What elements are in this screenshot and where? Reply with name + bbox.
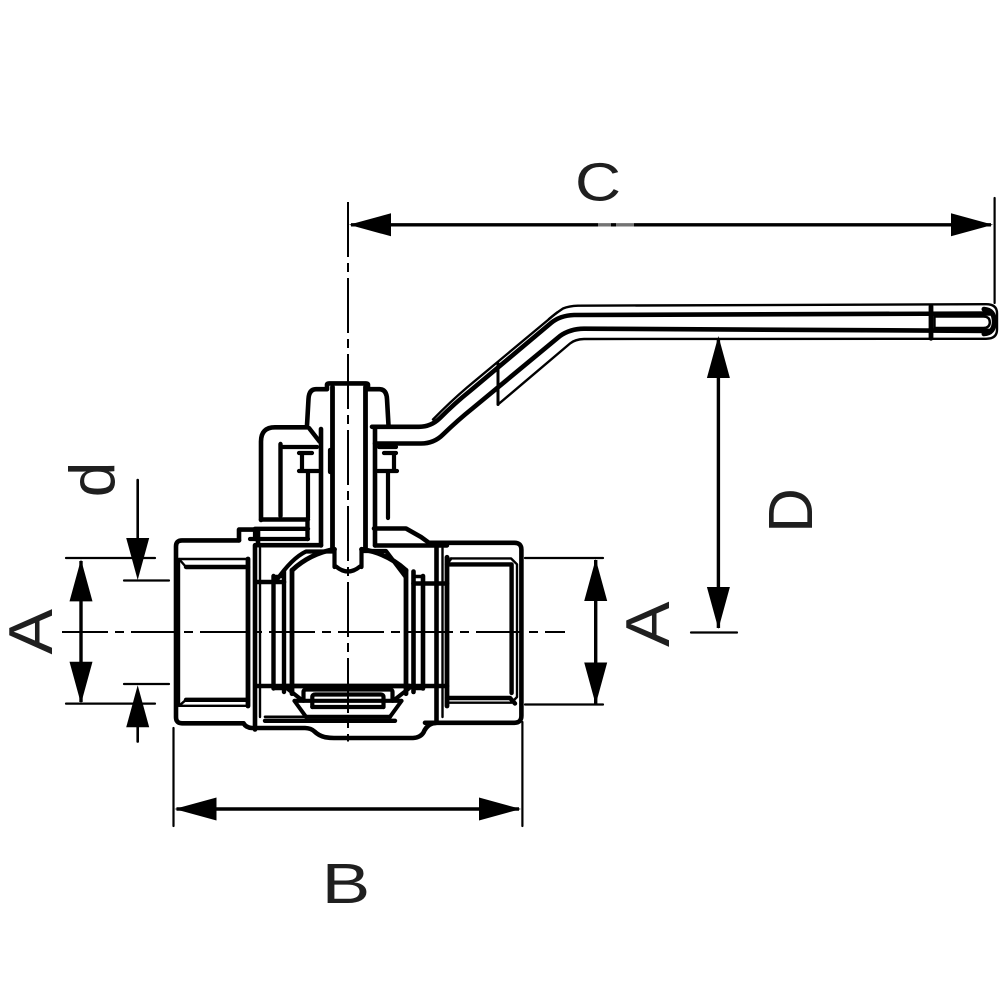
svg-text:C: C — [575, 152, 621, 212]
svg-text:A: A — [0, 608, 65, 654]
svg-text:A: A — [613, 601, 682, 647]
svg-text:B: B — [322, 852, 371, 916]
svg-text:d: d — [57, 462, 129, 498]
svg-text:D: D — [757, 488, 826, 533]
